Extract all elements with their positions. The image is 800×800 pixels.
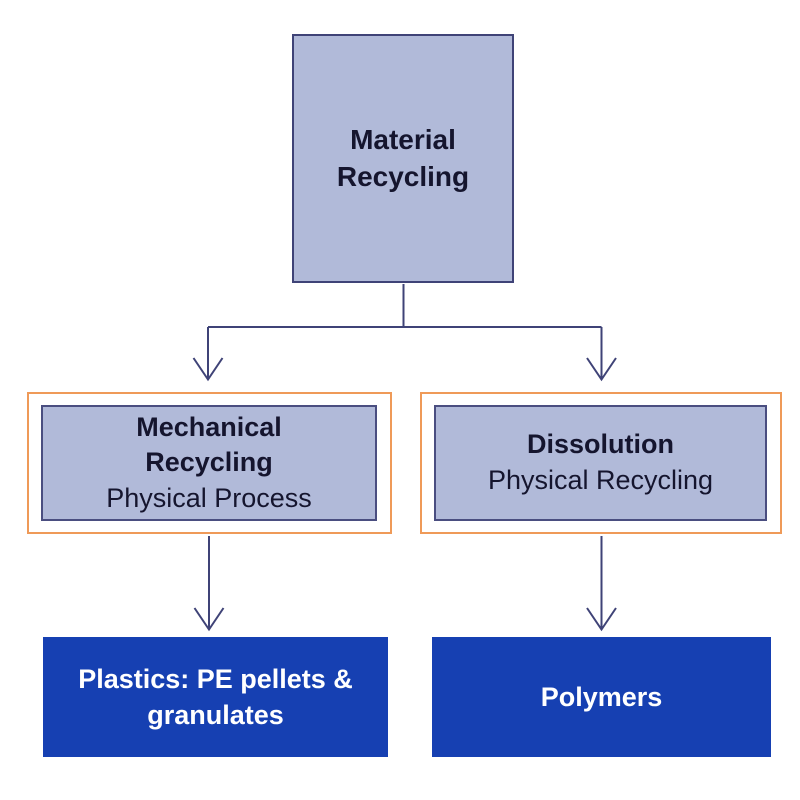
node-mechanical-recycling-frame: Mechanical Recycling Physical Process <box>27 392 392 534</box>
node-mechanical-recycling: Mechanical Recycling Physical Process <box>41 405 377 521</box>
node-plastics-output-label: Plastics: PE pellets & granulates <box>78 663 353 730</box>
node-plastics-output: Plastics: PE pellets & granulates <box>43 637 388 757</box>
edge-material-to-branches <box>192 284 617 382</box>
node-polymers-output-label: Polymers <box>540 681 663 712</box>
arrowhead-right-icon <box>586 357 617 382</box>
arrowhead-plastics-icon <box>193 607 225 632</box>
arrowhead-polymers-icon <box>586 607 617 632</box>
node-material-recycling: Material Recycling <box>292 34 514 283</box>
edges-to-outputs <box>193 536 617 632</box>
node-dissolution-subtitle: Physical Recycling <box>487 465 714 495</box>
node-dissolution: Dissolution Physical Recycling <box>434 405 767 521</box>
node-mechanical-recycling-title: Mechanical Recycling <box>136 411 282 478</box>
branch-lines <box>207 284 603 379</box>
node-mechanical-recycling-subtitle: Physical Process <box>106 482 312 513</box>
node-polymers-output: Polymers <box>432 637 771 757</box>
node-material-recycling-title: Material Recycling <box>336 123 470 192</box>
output-lines <box>208 536 603 629</box>
node-dissolution-title: Dissolution <box>527 429 674 460</box>
node-dissolution-frame: Dissolution Physical Recycling <box>420 392 782 534</box>
arrowhead-left-icon <box>192 357 224 382</box>
